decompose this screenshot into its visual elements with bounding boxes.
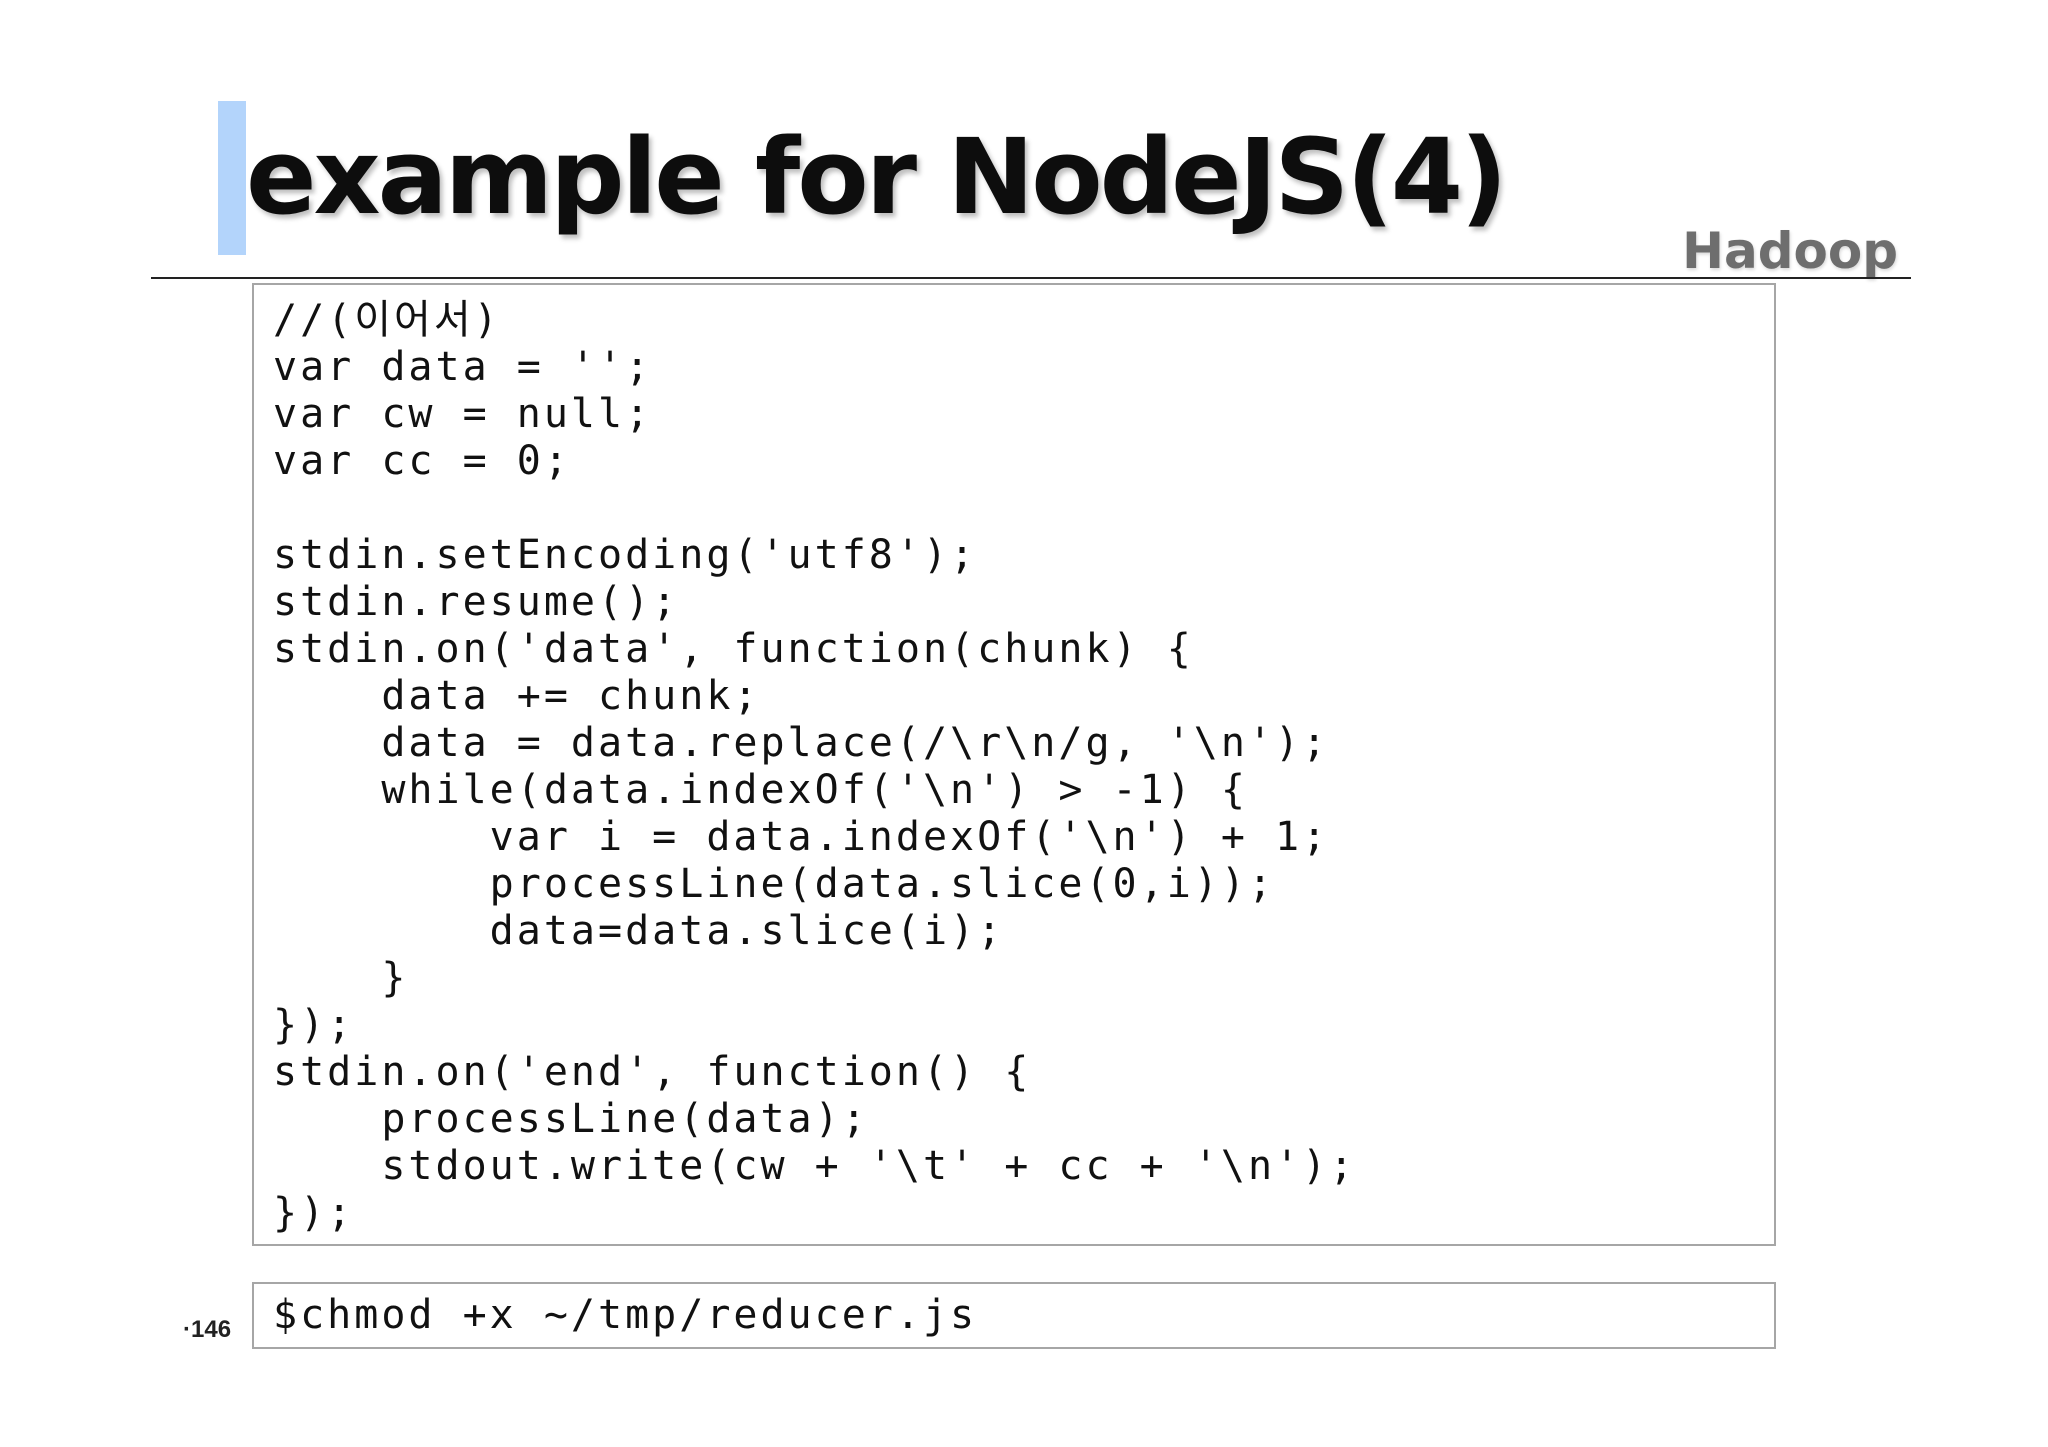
code-line: stdin.on('end', function() {: [273, 1049, 1032, 1095]
slide-subtitle: Hadoop: [1682, 222, 1898, 280]
code-line: });: [273, 1190, 355, 1236]
code-line: //(이어서): [273, 297, 501, 343]
code-line: });: [273, 1002, 355, 1048]
code-line: processLine(data.slice(0,i));: [273, 861, 1276, 907]
code-line: var data = '';: [273, 344, 653, 390]
code-line: var cw = null;: [273, 391, 653, 437]
code-line: while(data.indexOf('\n') > -1) {: [273, 767, 1248, 813]
code-line: stdout.write(cw + '\t' + cc + '\n');: [273, 1143, 1357, 1189]
code-line: stdin.on('data', function(chunk) {: [273, 626, 1194, 672]
title-divider: [151, 277, 1911, 279]
code-line: [273, 485, 1774, 532]
code-line: }: [273, 955, 409, 1001]
code-line: stdin.setEncoding('utf8');: [273, 532, 978, 578]
code-line: data += chunk;: [273, 673, 761, 719]
code-line: data = data.replace(/\r\n/g, '\n');: [273, 720, 1330, 766]
code-line: var i = data.indexOf('\n') + 1;: [273, 814, 1330, 860]
command-block: $chmod +x ~/tmp/reducer.js: [252, 1282, 1776, 1349]
code-line: data=data.slice(i);: [273, 908, 1005, 954]
code-line: processLine(data);: [273, 1096, 869, 1142]
code-line: var cc = 0;: [273, 438, 571, 484]
command-line: $chmod +x ~/tmp/reducer.js: [273, 1292, 978, 1338]
page-number: ·146: [183, 1316, 232, 1343]
title-accent-bar: [218, 101, 246, 255]
code-line: stdin.resume();: [273, 579, 680, 625]
slide-title: example for NodeJS(4): [246, 116, 1508, 238]
code-block: //(이어서) var data = ''; var cw = null; va…: [252, 283, 1776, 1246]
